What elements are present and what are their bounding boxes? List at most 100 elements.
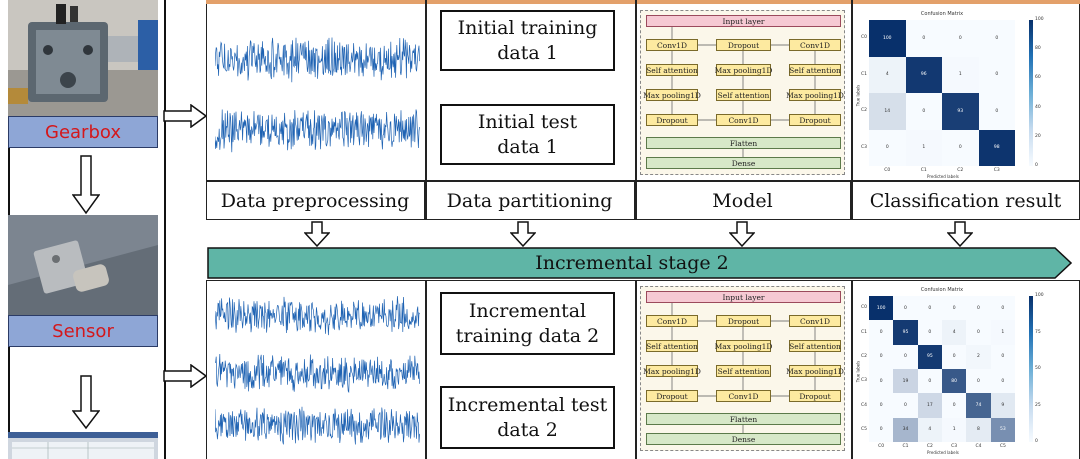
- cm-x-tick: C4: [975, 444, 982, 449]
- cm-cell: 0: [917, 296, 942, 321]
- cm-cell: 100: [869, 20, 906, 57]
- cm-x-tick: C2: [957, 168, 964, 173]
- model-layer: Dropout: [789, 390, 841, 402]
- model-input-layer: Input layer: [646, 15, 841, 27]
- incremental-test-data-box: Incremental test data 2: [440, 386, 615, 449]
- divider: [206, 180, 1080, 182]
- cm-colorbar-tick: 60: [1035, 75, 1041, 81]
- cm-cell: 1: [942, 56, 979, 93]
- model-layer: Conv1D: [646, 39, 698, 51]
- down-arrow-icon: [729, 221, 755, 247]
- divider: [425, 0, 427, 220]
- model-layer: Max pooling1D: [786, 89, 844, 101]
- cm-cell: 2: [966, 344, 991, 369]
- divider: [851, 0, 853, 220]
- cm-cell: 4: [869, 56, 906, 93]
- cm-cell: 19: [893, 369, 918, 394]
- cm-cell: 0: [893, 344, 918, 369]
- cm-colorbar-tick: 20: [1035, 133, 1041, 139]
- vibration-signal-plot: [215, 109, 420, 153]
- cm-x-tick: C1: [920, 168, 927, 173]
- cm-x-tick: C3: [951, 444, 958, 449]
- cm-cell: 0: [905, 20, 942, 57]
- model-layer: Self attention: [716, 89, 771, 101]
- model-diagram: Input layer Conv1D Self attention Max po…: [640, 10, 845, 175]
- cm-cell: 14: [869, 93, 906, 130]
- signal-trace: [215, 109, 420, 153]
- model-layer: Max pooling1D: [714, 340, 773, 352]
- down-arrow-icon: [304, 221, 330, 247]
- software-screenshot: [8, 432, 158, 459]
- down-arrow-icon: [947, 221, 973, 247]
- cm-colorbar-tick: 80: [1035, 46, 1041, 52]
- cm-cell: 0: [942, 393, 967, 418]
- cm-cell: 1: [905, 129, 942, 166]
- cm-cell: 0: [869, 393, 894, 418]
- model-input-layer: Input layer: [646, 291, 841, 303]
- sensor-label: Sensor: [8, 315, 158, 347]
- cm-cell: 0: [978, 93, 1015, 130]
- right-arrow-icon: [163, 104, 207, 128]
- cm-cell: 0: [917, 320, 942, 345]
- signal-trace: [215, 296, 420, 336]
- column-label-preprocessing: Data preprocessing: [206, 181, 425, 220]
- cm-title: Confusion Matrix: [920, 11, 964, 17]
- cm-y-tick: C0: [861, 35, 868, 41]
- cm-cell: 53: [990, 417, 1015, 442]
- cm-colorbar: [1029, 296, 1033, 442]
- cm-cell: 8: [966, 417, 991, 442]
- cm-cell: 0: [966, 320, 991, 345]
- model-layer: Dropout: [716, 315, 771, 327]
- stage-bar: [207, 247, 1072, 279]
- cm-cell: 0: [869, 344, 894, 369]
- cm-xlabel: Predicted labels: [927, 450, 959, 455]
- divider: [425, 280, 427, 459]
- cm-cell: 0: [869, 320, 894, 345]
- model-layer: Conv1D: [789, 39, 841, 51]
- vibration-signal-plot: [215, 353, 420, 394]
- model-layer: Conv1D: [789, 315, 841, 327]
- vibration-signal-plot: [215, 37, 420, 83]
- cm-cell: 0: [966, 296, 991, 321]
- signal-trace: [215, 37, 420, 83]
- cm-colorbar-tick: 100: [1035, 17, 1044, 22]
- cm-colorbar-tick: 0: [1035, 439, 1038, 444]
- cm-cell: 34: [893, 417, 918, 442]
- cm-cell: 100: [869, 296, 894, 321]
- cm-cell: 0: [942, 20, 979, 57]
- vibration-signal-plot: [215, 406, 420, 445]
- cm-colorbar-tick: 0: [1035, 163, 1038, 168]
- model-layer: Max pooling1D: [786, 365, 844, 377]
- incremental-training-data-box: Incremental training data 2: [440, 292, 615, 355]
- cm-x-tick: C3: [993, 168, 1000, 173]
- signal-trace: [215, 406, 420, 445]
- cm-y-tick: C3: [861, 144, 868, 150]
- cm-cell: 1: [942, 417, 967, 442]
- initial-test-data-box: Initial test data 1: [440, 104, 615, 165]
- cm-ylabel: True labels: [855, 360, 861, 383]
- cm-y-tick: C1: [861, 329, 868, 335]
- cm-cell: 96: [905, 56, 942, 93]
- stage-bar-label: Incremental stage 2: [535, 252, 729, 274]
- cm-x-tick: C5: [999, 444, 1006, 449]
- cm-cell: 4: [942, 320, 967, 345]
- model-layer: Max pooling1D: [714, 64, 773, 76]
- cm-cell: 0: [978, 20, 1015, 57]
- model-layer: Conv1D: [716, 390, 771, 402]
- model-layer: Self attention: [646, 64, 698, 76]
- cm-y-tick: C1: [861, 71, 868, 77]
- model-diagram: Input layer Conv1D Self attention Max po…: [640, 286, 845, 451]
- signal-trace: [215, 353, 420, 394]
- model-layer: Dropout: [716, 39, 771, 51]
- model-layer: Self attention: [646, 340, 698, 352]
- cm-title: Confusion Matrix: [920, 287, 964, 293]
- model-dense-layer: Dense: [646, 433, 841, 445]
- cm-cell: 95: [917, 344, 942, 369]
- cm-y-tick: C4: [861, 402, 868, 408]
- vibration-signal-plot: [215, 296, 420, 336]
- model-flatten-layer: Flatten: [646, 137, 841, 149]
- gearbox-label: Gearbox: [8, 116, 158, 148]
- cm-cell: 0: [990, 369, 1015, 394]
